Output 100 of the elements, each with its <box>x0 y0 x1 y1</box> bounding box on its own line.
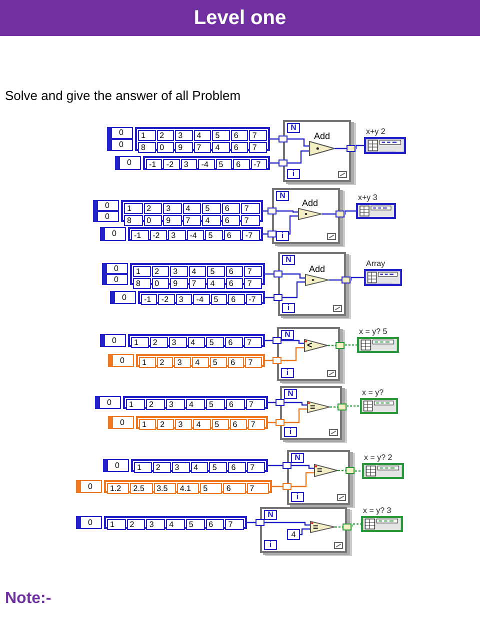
count-terminal: N <box>287 123 300 133</box>
array-element: 2 <box>126 519 146 530</box>
compare-function: = <box>314 464 338 477</box>
array-element: 3 <box>168 337 187 348</box>
array-element: 8 <box>133 278 151 289</box>
wire <box>335 144 364 150</box>
wire <box>265 273 306 279</box>
array-element: 6 <box>206 519 224 530</box>
page-title: Level one <box>0 0 480 36</box>
array-element: 1 <box>133 266 151 277</box>
array-element: -1 <box>131 230 149 241</box>
index-display: 0 <box>103 459 129 472</box>
array-element: 4 <box>190 462 208 473</box>
array-element: -1 <box>146 159 162 170</box>
iteration-terminal: i <box>287 169 300 179</box>
count-terminal: N <box>281 330 294 340</box>
array-element: 2.5 <box>130 483 153 494</box>
array-element: 4 <box>202 215 221 226</box>
index-display: 0 <box>93 211 119 222</box>
array-element: 1 <box>139 357 156 368</box>
index-display: 0 <box>108 416 134 429</box>
compare-function: < <box>304 339 328 352</box>
array-element: 5 <box>202 203 221 214</box>
array-element: 1 <box>134 462 152 473</box>
wire <box>328 344 357 346</box>
array-element: 7 <box>188 278 206 289</box>
array-element: 2 <box>157 419 174 430</box>
array-element: 7 <box>241 203 260 214</box>
array-element: 7 <box>246 483 269 494</box>
array-element: 3 <box>174 357 192 368</box>
indicator-label: x+y 2 <box>366 127 386 136</box>
index-display: 0 <box>107 127 133 139</box>
array-element: 6 <box>228 462 246 473</box>
array-element: 0 <box>152 278 170 289</box>
wire <box>247 522 311 526</box>
array-element: 5 <box>206 399 225 410</box>
index-display: 0 <box>115 156 141 170</box>
array-element: 4 <box>166 519 185 530</box>
index-display: 0 <box>93 200 119 211</box>
wire <box>268 402 308 406</box>
array-element: 5 <box>207 266 225 277</box>
array-element: 5 <box>216 159 232 170</box>
wire <box>270 138 310 147</box>
array-element: 4 <box>188 266 206 277</box>
array-element: 7 <box>244 266 262 277</box>
wire <box>263 210 299 213</box>
array-element: 3.5 <box>154 483 176 494</box>
array-element: 1 <box>139 419 156 430</box>
array-element: 3 <box>168 230 186 241</box>
array-element: 5 <box>206 337 224 348</box>
array-element: 4 <box>207 278 225 289</box>
array-element: 5 <box>210 294 228 305</box>
array-element: -4 <box>186 230 204 241</box>
index-display: 0 <box>102 274 128 285</box>
array-element: -4 <box>193 294 210 305</box>
function-label: Add <box>312 131 331 141</box>
array-element: 6 <box>228 357 244 368</box>
array-element: 1 <box>126 399 145 410</box>
array-element: 3 <box>175 419 192 430</box>
wire <box>330 405 360 408</box>
array-element: 7 <box>244 337 262 348</box>
array-element: 4 <box>212 142 230 153</box>
array-element: 2 <box>150 337 168 348</box>
iteration-terminal: i <box>264 540 277 550</box>
iteration-terminal: i <box>291 492 304 502</box>
array-element: 4 <box>182 203 202 214</box>
array-element: 6 <box>228 294 245 305</box>
index-display: 0 <box>102 263 128 274</box>
array-element: 6 <box>226 399 245 410</box>
iteration-terminal: i <box>284 427 297 437</box>
iteration-terminal: i <box>281 368 294 378</box>
array-element: -4 <box>198 159 215 170</box>
wire <box>329 276 364 281</box>
indicator-label: x = y? 3 <box>363 506 392 515</box>
array-element: 1 <box>131 337 149 348</box>
index-display: 0 <box>110 291 136 304</box>
wire <box>272 472 315 488</box>
array-element: 1 <box>124 203 143 214</box>
array-element: -2 <box>163 159 180 170</box>
array-element: 0 <box>156 142 174 153</box>
array-element: 5 <box>209 462 228 473</box>
array-element: 3 <box>175 130 193 141</box>
array-element: 5 <box>186 519 205 530</box>
indicator-label: Array <box>366 259 386 268</box>
array-element: 3 <box>170 266 188 277</box>
array-element: 2 <box>156 130 174 141</box>
array-element: 3 <box>180 159 198 170</box>
array-element: 7 <box>249 130 267 141</box>
wire <box>263 215 299 235</box>
array-element: 6 <box>230 130 248 141</box>
array-element: 5 <box>212 419 229 430</box>
count-terminal: N <box>284 389 297 399</box>
array-element: 6 <box>226 278 244 289</box>
wire <box>338 470 362 472</box>
array-element: 6 <box>226 266 244 277</box>
array-element: 7 <box>248 419 265 430</box>
array-element: 8 <box>124 215 143 226</box>
array-element: 9 <box>163 215 182 226</box>
array-element: 5 <box>205 230 223 241</box>
wire <box>322 210 356 215</box>
